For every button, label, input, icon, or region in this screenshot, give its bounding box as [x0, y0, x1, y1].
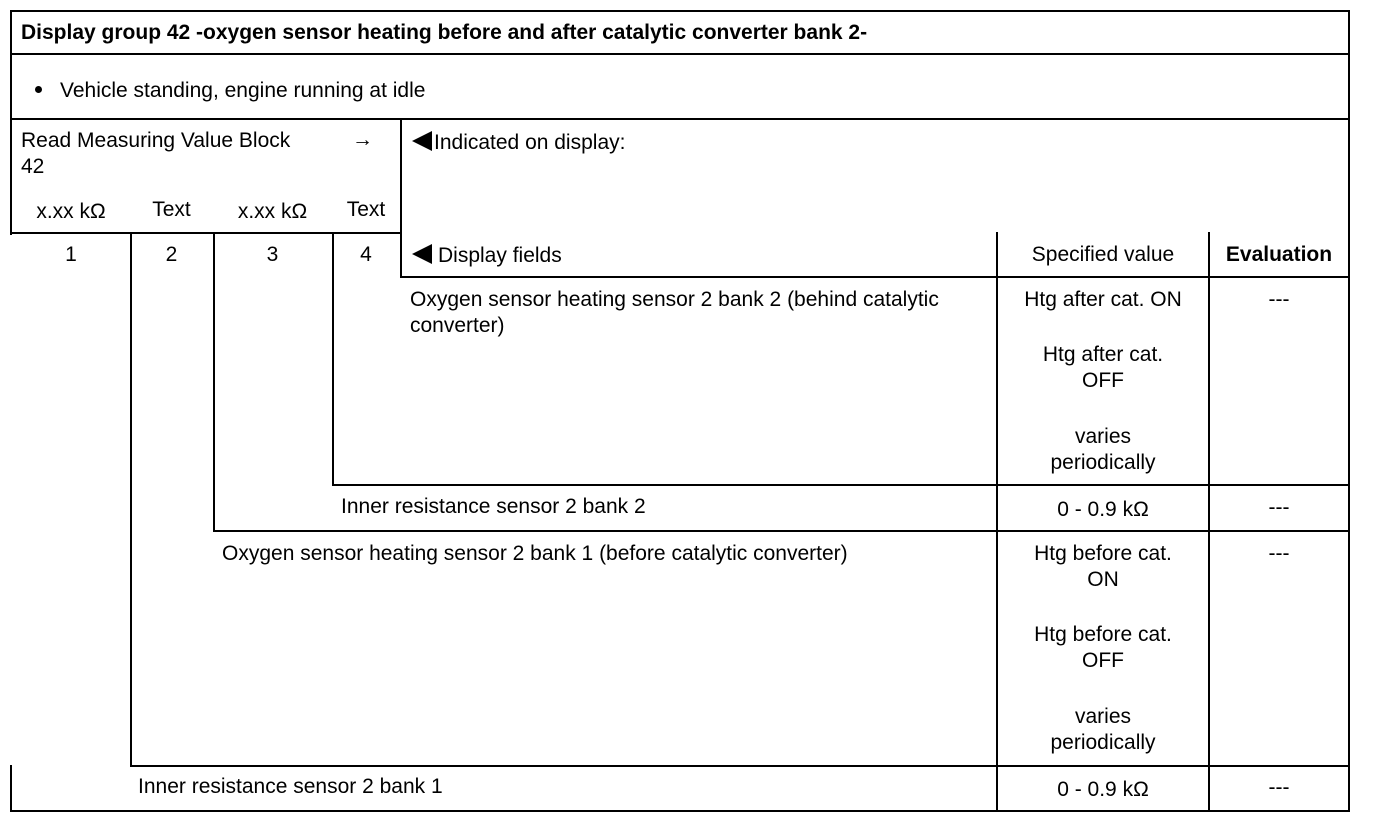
read-block-right-divider: [400, 118, 402, 278]
field-format: x.xx kΩ: [36, 200, 106, 223]
triangle-left-icon: [412, 244, 432, 264]
specified-value: Htg before cat. ON: [1034, 542, 1172, 591]
page-title: Display group 42 -oxygen sensor heating …: [21, 21, 868, 44]
triangle-left-icon: [412, 131, 432, 151]
field-3-leader-vertical: [213, 232, 215, 532]
field-format: x.xx kΩ: [237, 200, 308, 223]
evaluation-col-divider: [1208, 232, 1210, 812]
evaluation-value: ---: [1268, 288, 1290, 311]
condition-divider: [10, 118, 1350, 120]
field-format: Text: [152, 198, 191, 221]
field-2-leader-horizontal: [130, 765, 1350, 767]
field-number: 3: [266, 243, 279, 266]
table-border-top: [10, 10, 1350, 12]
evaluation-header: Evaluation: [1225, 243, 1333, 266]
indicated-label: Indicated on display:: [434, 131, 626, 154]
arrow-right-icon: →: [352, 128, 373, 151]
header-row-divider: [400, 276, 1350, 278]
specified-col-divider: [996, 232, 998, 812]
specified-value-header: Specified value: [1031, 243, 1175, 266]
field-4-leader-vertical: [332, 232, 334, 486]
table-border-right: [1348, 10, 1350, 812]
field-format: Text: [346, 198, 386, 221]
table-border-left: [10, 10, 12, 235]
specified-value: 0 - 0.9 kΩ: [1057, 498, 1149, 521]
indicated-label-row: Indicated on display:: [412, 130, 625, 156]
display-fields-header-row: Display fields: [412, 243, 562, 269]
field-4-leader-horizontal: [332, 484, 1350, 486]
specified-value: Htg after cat. OFF: [1042, 343, 1164, 392]
field-number: 2: [165, 243, 178, 266]
evaluation-value: ---: [1268, 776, 1290, 799]
display-field-text: Inner resistance sensor 2 bank 1: [138, 775, 443, 798]
specified-value: varies periodically: [1050, 425, 1156, 474]
specified-value: 0 - 0.9 kΩ: [1057, 778, 1149, 801]
table-border-left-lower: [10, 765, 12, 812]
field-3-leader-horizontal: [213, 530, 1350, 532]
field-2-leader-vertical: [130, 232, 132, 767]
specified-value: Htg after cat. ON: [1024, 288, 1182, 311]
read-block-label: Read Measuring Value Block 42: [21, 129, 291, 178]
evaluation-value: ---: [1268, 542, 1290, 565]
specified-value: varies periodically: [1050, 705, 1156, 754]
title-divider: [10, 53, 1350, 55]
specified-value: Htg before cat. OFF: [1034, 623, 1172, 672]
display-field-text: Oxygen sensor heating sensor 2 bank 1 (b…: [222, 542, 848, 565]
field-number: 1: [65, 243, 77, 266]
display-field-text: Inner resistance sensor 2 bank 2: [341, 495, 646, 518]
table-border-bottom: [10, 810, 1350, 812]
field-number: 4: [360, 243, 372, 266]
display-field-text: Oxygen sensor heating sensor 2 bank 2 (b…: [410, 288, 939, 337]
bullet-icon: [35, 86, 42, 93]
condition-text: Vehicle standing, engine running at idle: [60, 79, 426, 102]
format-row-divider: [10, 232, 402, 234]
evaluation-value: ---: [1268, 496, 1290, 519]
display-fields-header: Display fields: [438, 244, 562, 267]
